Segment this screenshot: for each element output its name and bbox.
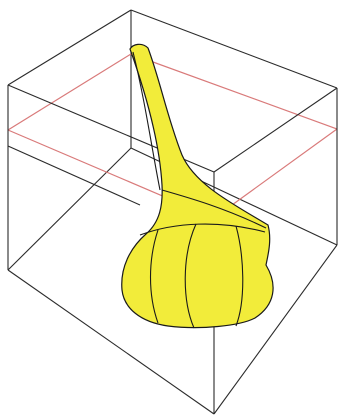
box-edge	[131, 10, 337, 88]
box-edge	[8, 10, 131, 85]
funnel-body	[122, 44, 273, 327]
box-edge	[8, 146, 140, 205]
box-edge	[8, 148, 131, 270]
box-edge	[214, 88, 337, 172]
plane-edge	[8, 54, 131, 130]
funnel-surface	[122, 44, 273, 328]
